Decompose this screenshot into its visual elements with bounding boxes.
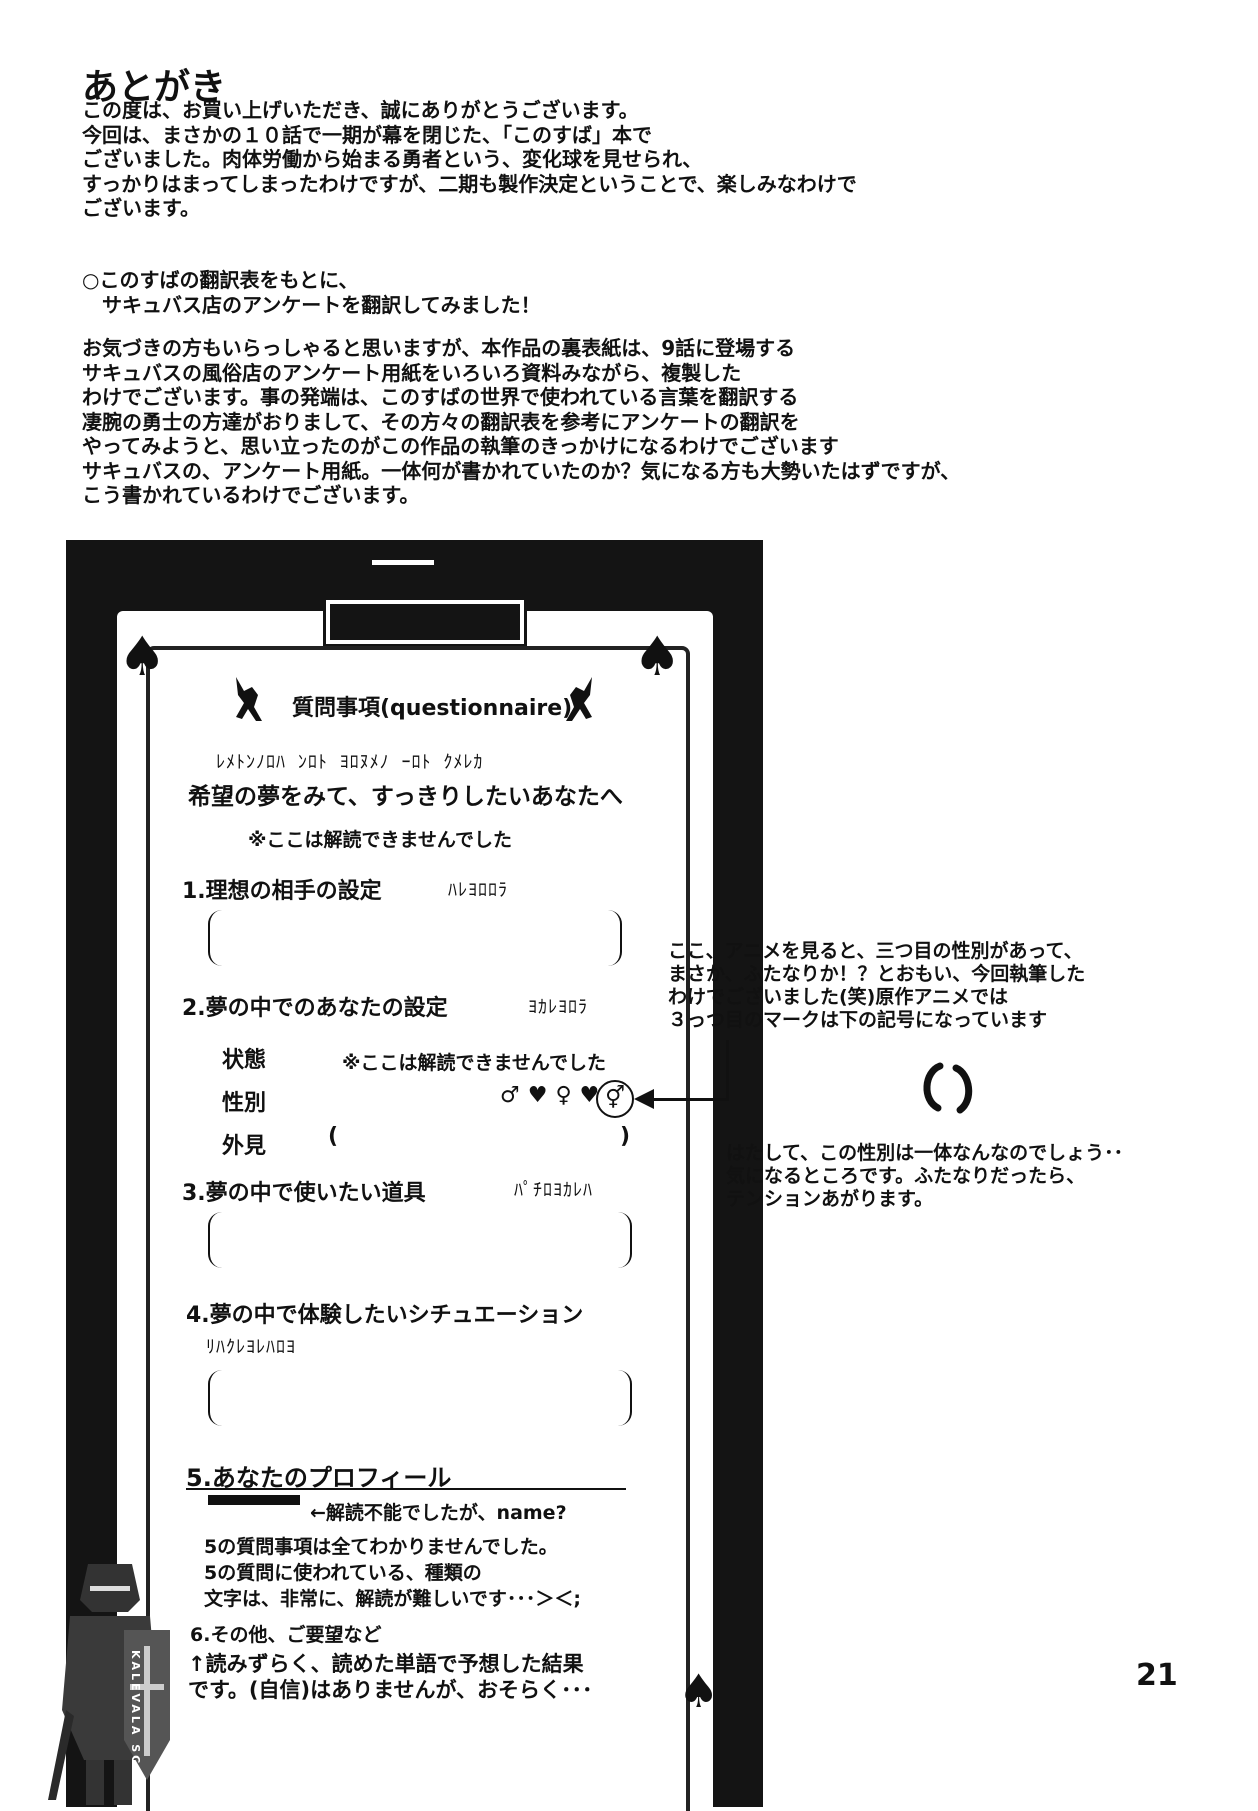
scanlator-watermark-text: KALEVALA SCANS [129,1650,142,1801]
arrow-vertical [726,1040,729,1100]
knight-watermark-icon [48,1564,170,1805]
page-number: 21 [1136,1658,1178,1693]
undecipherable-note-1: ※ここは解読できませんでした [248,829,512,851]
question-5: 5.あなたのプロフィール [186,1464,452,1492]
answer-box-4 [208,1370,632,1426]
frame-top-line [372,560,434,565]
gender-symbols: ♂♥♀♥ [500,1083,608,1108]
rune-text-top: ﾚﾒﾄﾝﾉﾛﾊ ﾝﾛﾄ ﾖﾛﾇﾒﾉ ｰﾛﾄ ｸﾒﾚｶ [216,752,484,773]
third-gender-icon: ⚥ [596,1080,634,1118]
answer-box-1 [208,910,622,966]
question-2: 2.夢の中でのあなたの設定 [182,996,448,1021]
state-label: 状態 [222,1048,267,1073]
question-2-runes: ﾖｶﾚﾖﾛﾗ [528,997,588,1018]
question-1: 1.理想の相手の設定 [182,879,382,904]
question-3-runes: ﾊﾟﾁﾛﾖｶﾚﾊ [514,1180,593,1201]
gender-label: 性別 [222,1091,267,1116]
question-5-note-3: 文字は、非常に、解読が難しいです･･･＞＜; [204,1588,581,1610]
afterword-body: お気づきの方もいらっしゃると思いますが、本作品の裏表紙は、9話に登場する サキュ… [82,336,961,507]
answer-box-3 [208,1212,632,1268]
afterword-title: あとがき [82,67,227,108]
question-5-underline [186,1488,626,1490]
clipboard-clip [323,597,527,647]
question-4-runes: ﾘﾊｸﾚﾖﾚﾊﾛﾖ [206,1337,296,1358]
imp-icon-right [566,677,592,721]
appearance-open-paren: ( [328,1124,339,1149]
third-gender-mark-icon [923,1062,973,1114]
question-3: 3.夢の中で使いたい道具 [182,1181,426,1206]
spade-icon-bottom: ♠ [678,1664,720,1718]
spade-icon-left: ♠ [118,625,167,688]
arrow-head-icon [634,1089,654,1109]
side-note-bottom: はたして、この性別は一体なんなのでしょう･･ 気になるところです。ふたなりだった… [726,1142,1124,1210]
questionnaire-subtitle: 希望の夢をみて、すっきりしたいあなたへ [188,784,623,810]
question-5-note-2: 5の質問に使われている、種類の [204,1562,482,1584]
section-heading: ○このすばの翻訳表をもとに、 サキュバス店のアンケートを翻訳してみました！ [82,268,541,317]
question-6-note-2: です。(自信)はありませんが、おそらく･･･ [188,1678,593,1702]
side-note-top: ここ、アニメを見ると、三つ目の性別があって、 まさか、ふたなりか！？とおもい、今… [668,940,1086,1031]
imp-icon-left [236,677,262,721]
question-4: 4.夢の中で体験したいシチュエーション [186,1303,584,1328]
appearance-close-paren: ) [620,1124,631,1149]
spade-icon-right: ♠ [633,625,682,688]
questionnaire-inner-border [146,646,690,1811]
appearance-label: 外見 [222,1134,267,1159]
question-5-name-note: ←解読不能でしたが、name? [310,1502,567,1524]
question-5-note-1: 5の質問事項は全てわかりませんでした。 [204,1536,558,1558]
questionnaire-header: 質問事項(questionnaire) [292,696,573,721]
undecipherable-note-2: ※ここは解読できませんでした [342,1052,606,1074]
question-6-note-1: ↑読みずらく、読めた単語で予想した結果 [188,1652,584,1676]
afterword-intro: この度は、お買い上げいただき、誠にありがとうございます。 今回は、まさかの１０話… [82,98,857,220]
redacted-name-field [208,1495,300,1505]
question-6: 6.その他、ご要望など [190,1624,382,1646]
question-1-runes: ﾊﾚﾖﾛﾛﾗ [448,880,508,901]
arrow-horizontal [648,1098,729,1101]
